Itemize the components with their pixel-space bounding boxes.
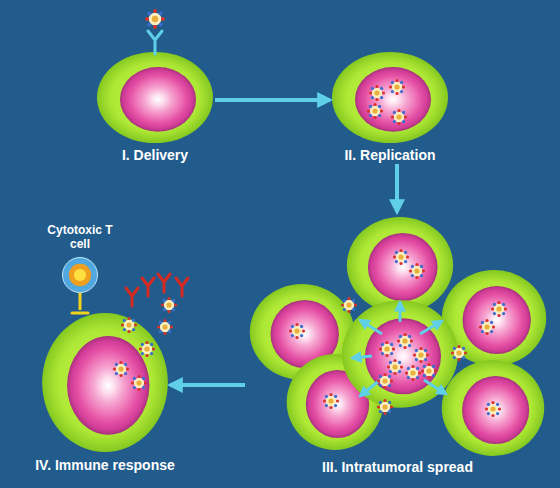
tumor-cell [342, 300, 458, 408]
virus [121, 317, 137, 333]
virus [323, 393, 339, 409]
spread-arrow [360, 320, 382, 334]
spread-arrow [420, 321, 442, 334]
virus [479, 319, 495, 335]
tumor-cell [442, 270, 546, 366]
cell-shape [95, 50, 215, 145]
virus [161, 297, 177, 313]
cell-node: II. Replication [330, 50, 450, 164]
cell-shape [330, 50, 450, 145]
virus [397, 333, 413, 349]
antibody-symbol [176, 278, 188, 296]
tumor-cell [442, 360, 544, 456]
receptor [148, 31, 162, 54]
virus-group [289, 249, 507, 417]
virus [405, 365, 421, 381]
virus [157, 319, 173, 335]
stage-group: III. Intratumoral spread [245, 212, 550, 482]
tumor-cell [347, 217, 453, 313]
cell-node: IV. Immune response [40, 310, 170, 474]
tumor-cell [97, 52, 213, 143]
virus [113, 361, 129, 377]
stage-label: III. Intratumoral spread [245, 459, 550, 476]
virus [131, 375, 147, 391]
virus [491, 301, 507, 317]
virus [367, 103, 383, 119]
stage-arrow [395, 164, 399, 212]
virus [387, 359, 403, 375]
virus [377, 373, 393, 389]
antibody-symbol [158, 274, 170, 292]
virus [379, 341, 395, 357]
tcell-core [74, 269, 86, 281]
stage-label: I. Delivery [45, 147, 265, 164]
receptor-symbol [148, 31, 162, 54]
virus [389, 79, 405, 95]
antibody-symbol [142, 278, 154, 296]
cell-shape [40, 310, 170, 455]
tcell-ring [69, 264, 91, 286]
virus [451, 345, 467, 361]
antibody-symbol [126, 288, 138, 306]
cell-node: I. Delivery [95, 50, 215, 164]
spread-arrow [399, 302, 402, 322]
tcr-bar [72, 312, 88, 315]
antibodies [126, 274, 188, 306]
spread-arrow [424, 380, 446, 394]
stage-arrow [215, 98, 330, 102]
spread-arrow [360, 380, 380, 396]
virus [421, 363, 437, 379]
virus [391, 109, 407, 125]
tcell-shape [62, 257, 98, 293]
virus [369, 85, 385, 101]
virus [409, 263, 425, 279]
virus [413, 347, 429, 363]
virus [145, 9, 165, 29]
virus [393, 249, 409, 265]
receptor-link [79, 293, 82, 310]
stage-label: Cytotoxic T cell [40, 223, 120, 251]
virus [139, 341, 155, 357]
stage-label: II. Replication [280, 147, 500, 164]
tcell-node: Cytotoxic T cell [62, 257, 98, 293]
tumor-cell [332, 52, 448, 143]
stage-arrow [170, 383, 245, 387]
spread-arrows [352, 302, 446, 396]
tcell-membrane [63, 258, 98, 293]
virus [289, 323, 305, 339]
stage-label: IV. Immune response [0, 457, 215, 474]
tumor-cell [42, 313, 168, 452]
virus [341, 297, 357, 313]
virus [377, 399, 393, 415]
spread-arrow [352, 356, 372, 358]
virus [485, 401, 501, 417]
